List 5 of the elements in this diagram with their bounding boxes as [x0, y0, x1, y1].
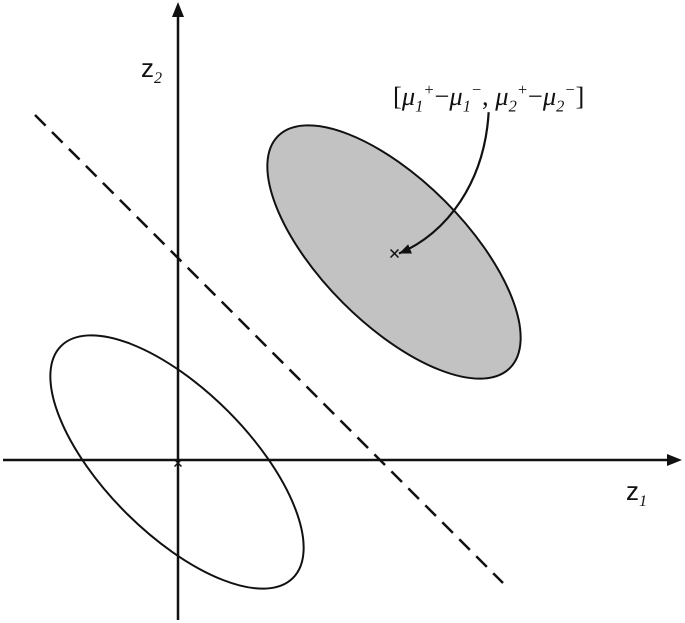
- axis-label: z$_{1}$: [626, 477, 648, 506]
- leader-arrow: [398, 112, 490, 254]
- formula-label: [μ$_{1}$$^{+}$−μ$_{1}$$^{−}$, μ$_{2}$$^{+}$−μ$_{2}$$^{−}$]: [393, 82, 584, 112]
- cross-marker-icon: [390, 249, 399, 258]
- axis-label: z$_{2}$: [141, 54, 162, 83]
